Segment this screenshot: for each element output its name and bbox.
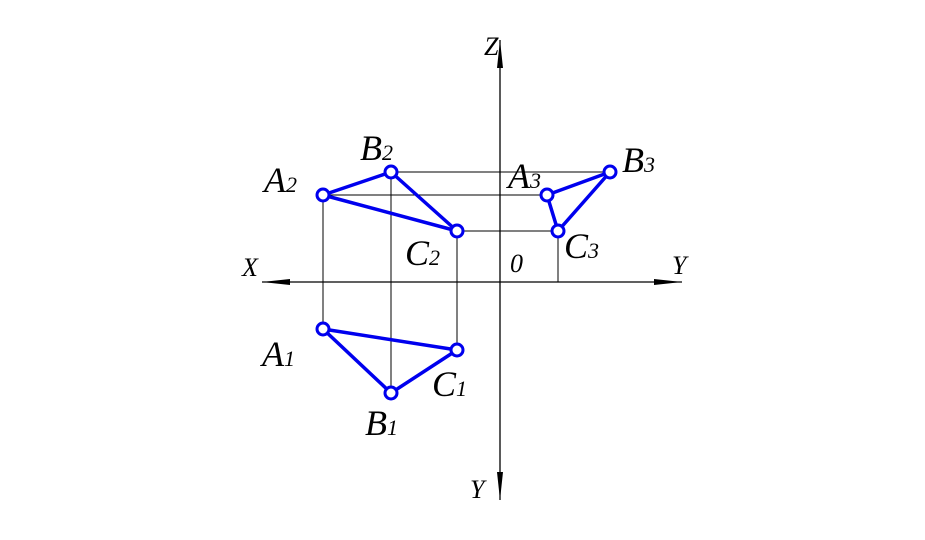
point-a2 [315, 187, 331, 203]
point-a1 [315, 321, 331, 337]
triangle-horizontal-projection [321, 327, 459, 395]
point-b3 [602, 164, 618, 180]
label-b1: B1 [365, 403, 398, 443]
label-c2: C2 [405, 233, 440, 273]
projection-lines [322, 171, 610, 393]
y-down-axis-label: Y [470, 475, 487, 504]
label-a1: A1 [260, 334, 295, 374]
triangle-profile-projection [545, 170, 612, 233]
point-b2 [383, 164, 399, 180]
label-b2: B2 [360, 128, 393, 168]
point-c2 [449, 223, 465, 239]
triangle-frontal-projection [321, 170, 459, 233]
label-b3: B3 [622, 140, 655, 180]
label-a2: A2 [262, 160, 297, 200]
z-axis-label: Z [484, 32, 499, 61]
origin-label: 0 [510, 249, 523, 278]
label-a3: A3 [506, 156, 541, 196]
y-right-axis-label: Y [672, 251, 689, 280]
point-b1 [383, 385, 399, 401]
point-c3 [550, 223, 566, 239]
label-c1: C1 [432, 364, 467, 404]
label-c3: C3 [564, 226, 599, 266]
x-axis-label: X [241, 253, 259, 282]
point-a3 [539, 187, 555, 203]
point-c1 [449, 342, 465, 358]
